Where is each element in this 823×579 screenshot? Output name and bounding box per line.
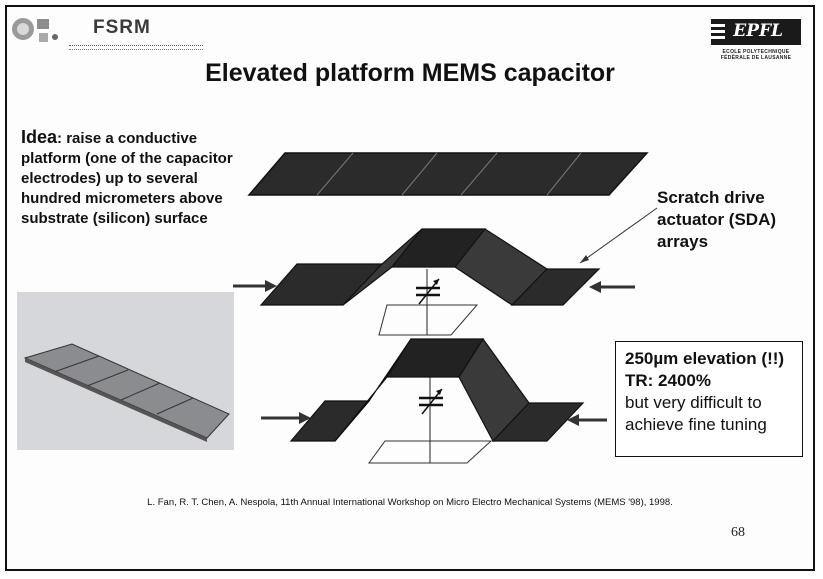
difficulty-note: but very difficult to achieve fine tunin… [625, 393, 767, 434]
fsrm-logo-subline [69, 45, 203, 50]
idea-label: Idea [21, 127, 58, 147]
elevated-platform-diagram [261, 337, 607, 464]
sda-label: Scratch drive actuator (SDA) arrays [657, 188, 777, 251]
slide-title: Elevated platform MEMS capacitor [205, 59, 615, 87]
platform-render-image [17, 292, 234, 450]
epfl-logo-subtitle: ECOLE POLYTECHNIQUE FÉDÉRALE DE LAUSANNE [720, 49, 792, 61]
raised-platform-diagram [233, 207, 658, 336]
arrow-left-icon [567, 414, 607, 426]
flat-platform-render [23, 343, 230, 442]
mems-diagram [233, 152, 658, 464]
epfl-logo: EPFL ECOLE POLYTECHNIQUE FÉDÉRALE DE LAU… [709, 19, 801, 65]
page-number: 68 [731, 525, 745, 540]
arrow-right-icon [261, 412, 311, 424]
sda-pointer-line [579, 207, 658, 264]
slide: FSRM EPFL ECOLE POLYTECHNIQUE FÉDÉRALE D… [5, 5, 815, 571]
idea-paragraph: Idea: raise a conductive platform (one o… [21, 127, 246, 229]
epfl-logo-text: EPFL [733, 21, 783, 41]
idea-text: : raise a conductive platform (one of th… [21, 130, 233, 227]
capacitor-symbol-icon [416, 269, 440, 335]
elevation-callout: 250µm elevation (!!) TR: 2400% but very … [615, 341, 803, 457]
fsrm-logo-text: FSRM [93, 17, 151, 38]
capacitor-symbol-icon [419, 377, 443, 463]
flat-platform-diagram [247, 152, 649, 196]
fsrm-logo-mark [12, 18, 58, 42]
fsrm-logo: FSRM [7, 9, 207, 57]
epfl-logo-mark [711, 19, 801, 45]
arrow-left-icon [589, 281, 635, 293]
elevation-line: 250µm elevation (!!) [625, 349, 785, 368]
reference-citation: L. Fan, R. T. Chen, A. Nespola, 11th Ann… [147, 497, 673, 508]
tuning-ratio-line: TR: 2400% [625, 371, 711, 390]
arrow-right-icon [233, 280, 277, 292]
